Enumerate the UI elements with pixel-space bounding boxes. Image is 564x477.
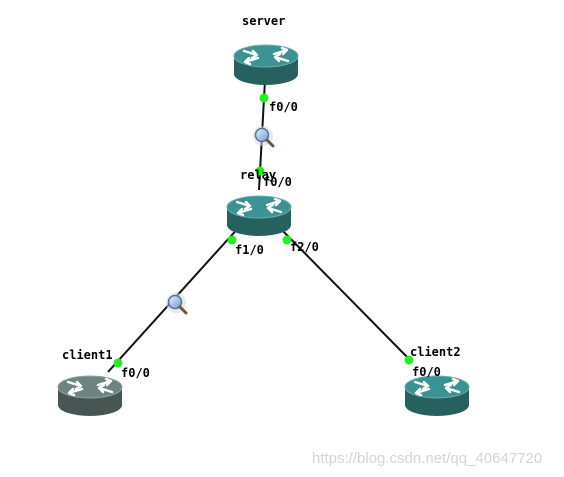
port-up-dot — [113, 358, 123, 368]
router-client2[interactable] — [404, 375, 470, 416]
magnifier-icon[interactable] — [166, 293, 188, 315]
port-label-client2-f00: f0/0 — [412, 365, 441, 379]
router-arrows — [235, 197, 283, 217]
port-up-dot — [282, 235, 292, 245]
router-top — [226, 195, 292, 219]
link-relay-client2[interactable] — [277, 225, 413, 363]
node-label-relay: relay — [240, 168, 277, 182]
port-label-relay-f10: f1/0 — [235, 243, 264, 257]
port-up-dot — [259, 93, 269, 103]
router-arrows — [413, 377, 461, 397]
port-up-dot — [227, 235, 237, 245]
magnifier-icon[interactable] — [253, 126, 275, 148]
router-relay[interactable] — [226, 195, 292, 236]
router-server[interactable] — [233, 44, 299, 85]
port-up-dot — [404, 355, 414, 365]
watermark: https://blog.csdn.net/qq_40647720 — [312, 450, 543, 467]
router-top — [404, 375, 470, 399]
router-arrows — [242, 46, 290, 66]
port-label-client1-f00: f0/0 — [121, 366, 150, 380]
port-dots — [113, 93, 414, 368]
node-label-server: server — [242, 14, 286, 28]
node-label-client2: client2 — [410, 345, 461, 359]
router-top — [233, 44, 299, 68]
router-top — [57, 375, 123, 399]
port-label-relay-f00: f0/0 — [263, 175, 292, 189]
node-label-client1: client1 — [62, 348, 113, 362]
router-arrows — [66, 377, 114, 397]
port-up-dot — [255, 166, 265, 176]
port-label-server-f00: f0/0 — [269, 100, 298, 114]
port-label-relay-f20: f2/0 — [290, 240, 319, 254]
router-client1[interactable] — [57, 375, 123, 416]
